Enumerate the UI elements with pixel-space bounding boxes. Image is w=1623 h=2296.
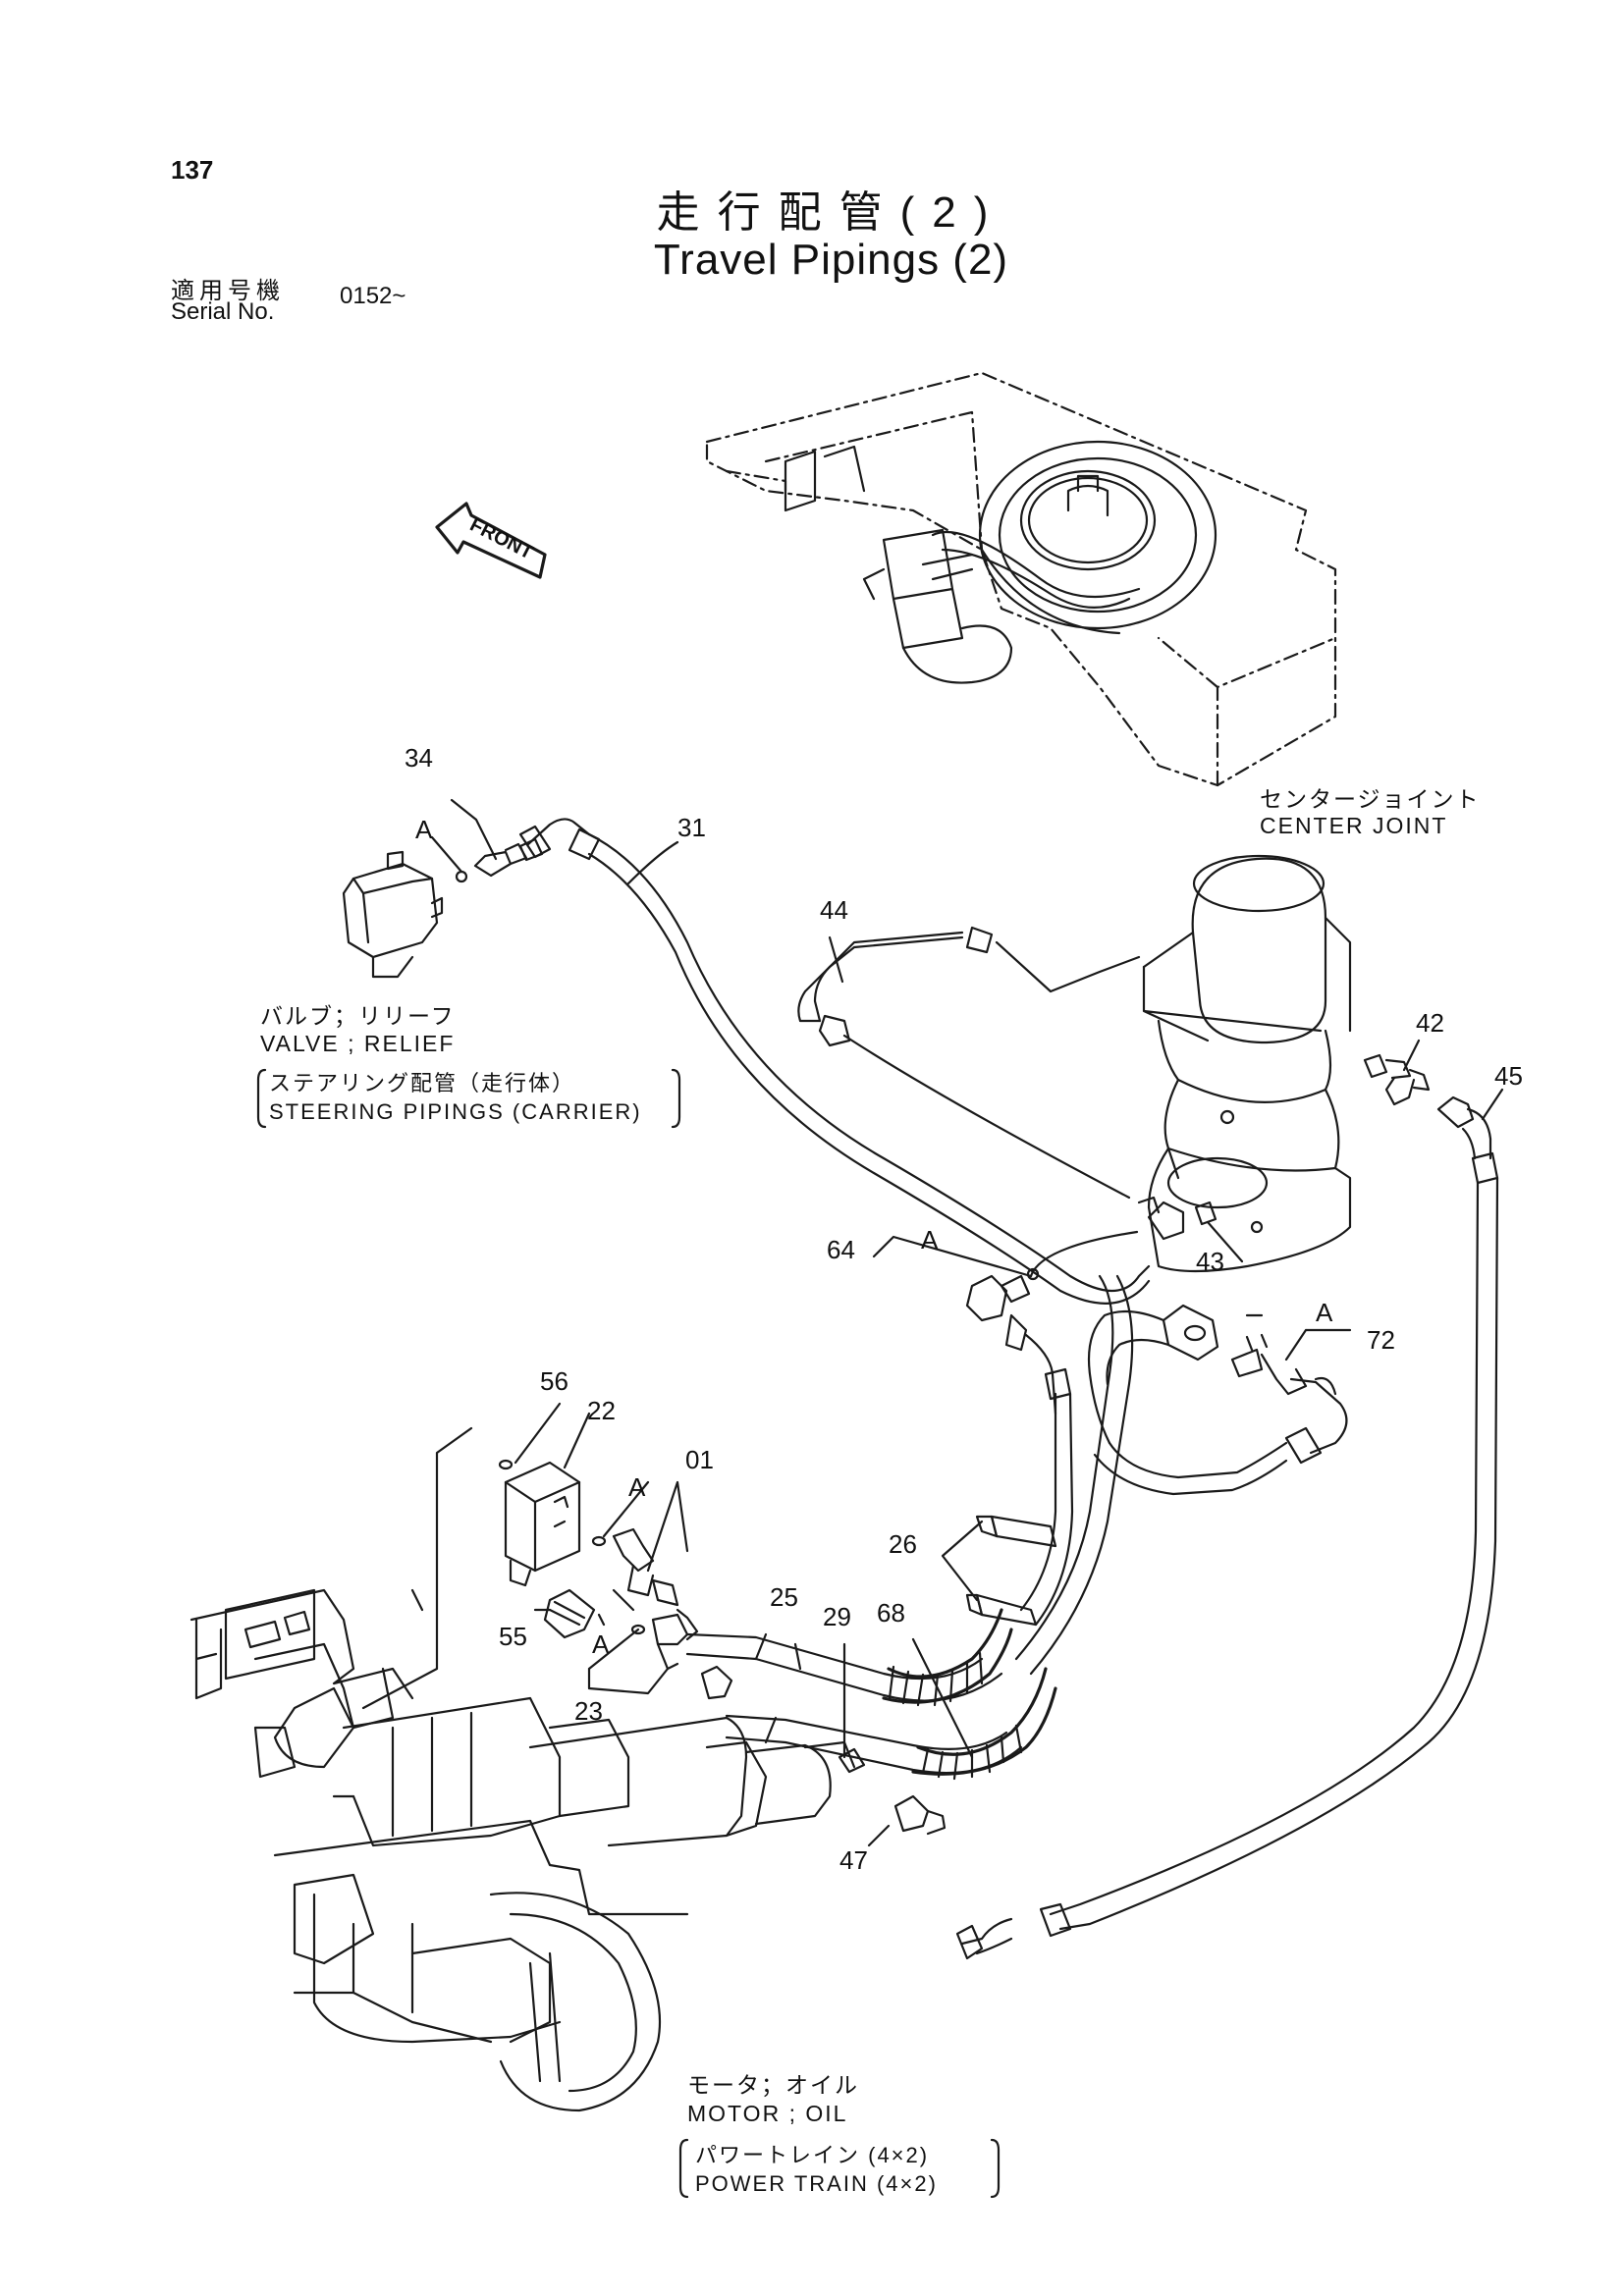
callout-64: 64 bbox=[827, 1235, 855, 1264]
block-22-drawing bbox=[498, 1459, 596, 1639]
center-joint-drawing bbox=[1142, 854, 1352, 1273]
callout-44: 44 bbox=[820, 895, 848, 925]
front-direction-arrow bbox=[435, 502, 547, 579]
center-joint-label-japanese: センタージョイント bbox=[1260, 786, 1481, 812]
ref-mark-a-tee-01: A bbox=[628, 1472, 646, 1502]
power-train-drawing bbox=[189, 1588, 856, 2112]
callout-31: 31 bbox=[677, 813, 706, 842]
upper-valve-block bbox=[862, 528, 1141, 684]
steering-label-english: STEERING PIPINGS (CARRIER) bbox=[269, 1099, 642, 1124]
ref-mark-a-elbow-64: A bbox=[921, 1225, 939, 1255]
page-number: 137 bbox=[171, 155, 214, 185]
callout-23: 23 bbox=[574, 1696, 603, 1726]
motor-label-english: MOTOR ; OIL bbox=[687, 2101, 848, 2126]
callout-43: 43 bbox=[1196, 1247, 1224, 1276]
connector-42-drawing bbox=[1363, 1053, 1431, 1106]
callout-47: 47 bbox=[839, 1845, 868, 1875]
callout-22: 22 bbox=[587, 1396, 616, 1425]
relief-valve-drawing bbox=[342, 850, 468, 979]
power-train-label-english: POWER TRAIN (4×2) bbox=[695, 2171, 938, 2196]
fitting-47-drawing bbox=[838, 1747, 947, 1836]
hose-45-drawing bbox=[955, 1095, 1499, 1960]
callout-72: 72 bbox=[1367, 1325, 1395, 1355]
clamp-26-drawing bbox=[965, 1515, 1057, 1627]
serial-label-japanese: 適用号機 bbox=[171, 278, 285, 304]
serial-label-english: Serial No. bbox=[171, 298, 275, 325]
steering-label-japanese: ステアリング配管（走行体） bbox=[269, 1071, 576, 1095]
callout-34: 34 bbox=[405, 743, 433, 773]
center-joint-label-english: CENTER JOINT bbox=[1260, 813, 1448, 838]
callout-29: 29 bbox=[823, 1602, 851, 1631]
ref-mark-a-tee-72: A bbox=[1316, 1298, 1333, 1327]
callout-26: 26 bbox=[889, 1529, 917, 1559]
leader-lines bbox=[361, 798, 1504, 1847]
callout-45: 45 bbox=[1494, 1061, 1523, 1091]
callout-55: 55 bbox=[499, 1622, 527, 1651]
callout-56: 56 bbox=[540, 1366, 568, 1396]
valve-label-japanese: バルブ；リリーフ bbox=[260, 1003, 456, 1029]
chassis-frame bbox=[705, 371, 1337, 787]
tube-44-drawing bbox=[797, 926, 1141, 1200]
hose-31-drawing bbox=[518, 818, 1151, 1305]
motor-label-japanese: モータ；オイル bbox=[687, 2072, 859, 2098]
turntable-ring bbox=[978, 440, 1217, 635]
hose-25-29-drawing bbox=[685, 1274, 1134, 1775]
tee-72-drawing bbox=[1087, 1304, 1348, 1496]
page-title-english: Travel Pipings (2) bbox=[653, 236, 1009, 284]
callout-68: 68 bbox=[877, 1598, 905, 1628]
elbow-43-drawing bbox=[1137, 1196, 1217, 1241]
callout-42: 42 bbox=[1416, 1008, 1444, 1038]
tee-01-drawing bbox=[591, 1527, 733, 1700]
callout-01: 01 bbox=[685, 1445, 714, 1474]
fitting-34-drawing bbox=[473, 837, 544, 878]
serial-value: 0152~ bbox=[340, 283, 406, 309]
valve-label-english: VALVE ; RELIEF bbox=[260, 1031, 456, 1056]
page-title-japanese: 走行配管(2) bbox=[656, 188, 1006, 237]
remark-brackets bbox=[256, 1068, 1001, 2199]
ref-mark-a-connector-23: A bbox=[592, 1629, 610, 1659]
callout-25: 25 bbox=[770, 1582, 798, 1612]
elbow-64-drawing bbox=[965, 1267, 1040, 1352]
power-train-label-japanese: パワートレイン (4×2) bbox=[695, 2143, 930, 2167]
protector-68-drawing bbox=[882, 1608, 1057, 1781]
ref-mark-a-valve: A bbox=[415, 815, 433, 844]
